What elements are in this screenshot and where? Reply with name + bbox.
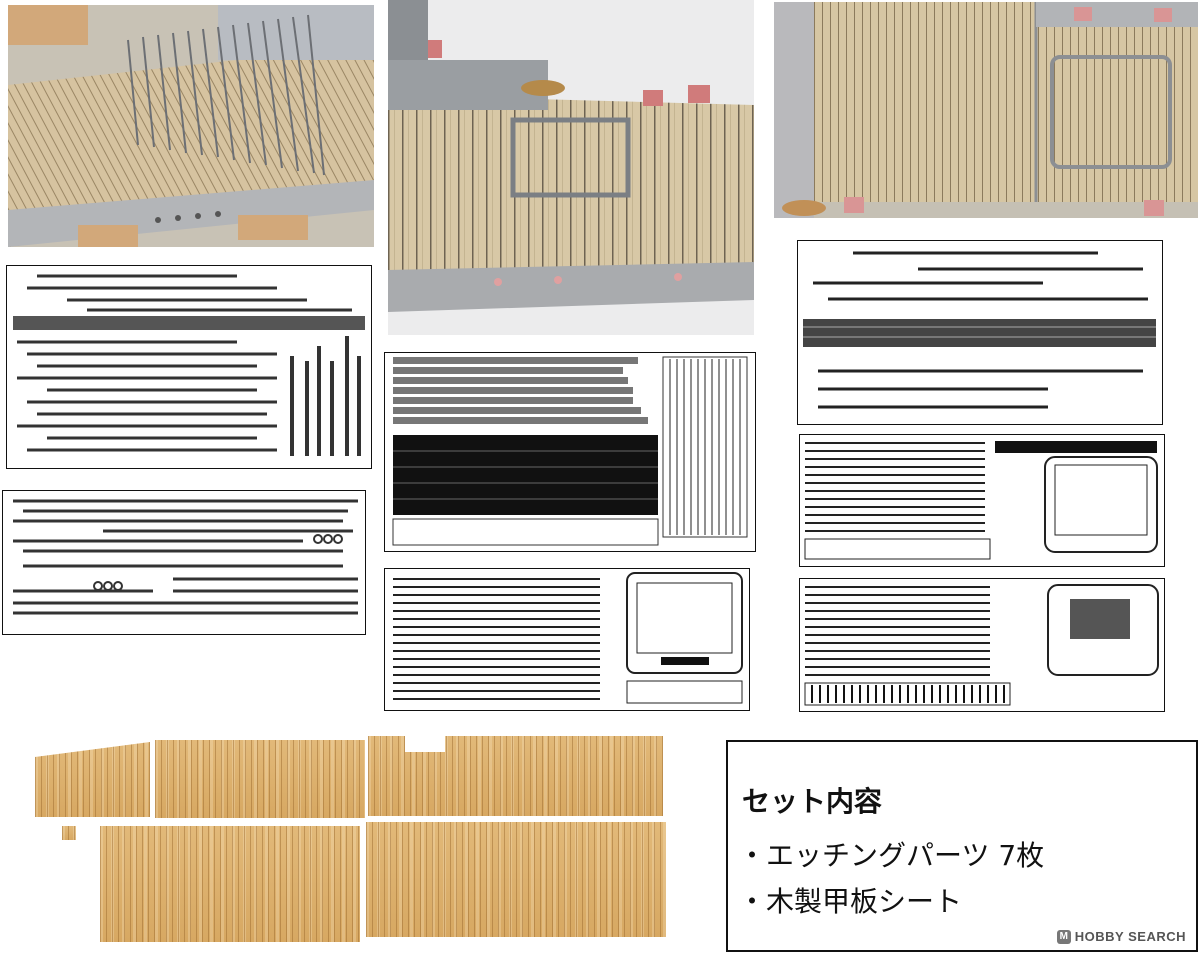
watermark: M HOBBY SEARCH [1056,929,1186,944]
etch-sheet-3-art [392,356,748,546]
photo-deck-elevator-art [774,2,1198,218]
etch-sheet-7-art [804,584,1159,706]
wood-sheet-bow-left [35,742,150,817]
etch-sheet-6 [799,434,1165,567]
etch-sheet-3 [384,352,756,552]
etch-sheet-2 [2,490,366,635]
wood-sheet-lower-mid [100,826,360,942]
photo-deck-railing-closeup [8,5,374,247]
photo-wooden-deck-sheets [30,722,670,952]
wood-sheet-small-piece [62,826,76,840]
photo-carrier-deck-center-art [388,0,754,335]
photo-carrier-deck-center [388,0,754,335]
etch-sheet-2-art [13,499,358,615]
photo-deck-railing-art [8,5,374,247]
set-contents-item-etching: ・エッチングパーツ 7枚 [738,839,1045,872]
etch-sheet-6-art [804,441,1158,560]
set-contents-item-wood-deck: ・木製甲板シート [738,885,963,918]
photo-deck-elevator-top [774,2,1198,218]
etch-sheet-1-art [13,274,365,456]
set-contents-box: セット内容 ・エッチングパーツ 7枚 ・木製甲板シート M HOBBY SEAR… [726,740,1198,952]
etch-sheet-4 [384,568,750,711]
etch-sheet-7 [799,578,1165,712]
etch-sheet-5 [797,240,1163,425]
wood-sheet-lower-right [366,822,666,937]
etch-sheet-5-art [803,251,1156,409]
watermark-text: HOBBY SEARCH [1074,929,1186,944]
set-contents-title: セット内容 [742,785,883,818]
etch-sheet-1 [6,265,372,469]
watermark-logo-icon: M [1056,929,1071,944]
etch-sheet-4-art [393,572,743,704]
wood-sheet-upper-mid [155,740,365,818]
wood-sheet-notch [405,736,445,752]
